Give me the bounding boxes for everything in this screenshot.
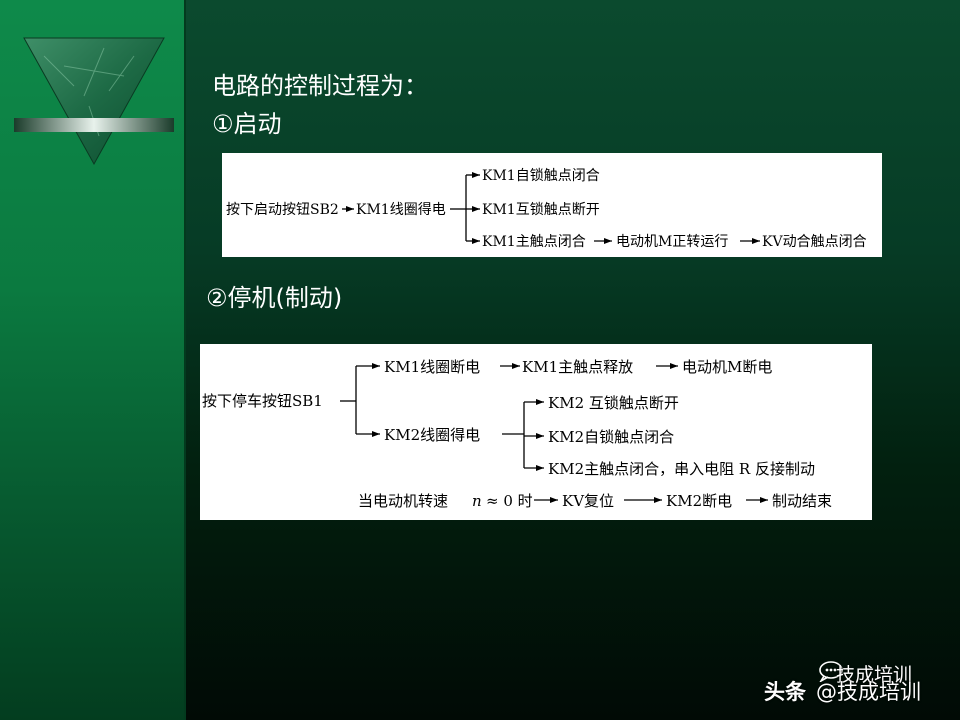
- watermark-account-name: 技成培训: [836, 664, 913, 686]
- section-stop-label: ②停机(制动): [206, 284, 343, 312]
- stop-final-d-text: 制动结束: [772, 492, 832, 510]
- stop-final-var-text: n: [472, 492, 482, 510]
- stop-final-cond-text: ≈ 0 时: [486, 492, 533, 510]
- stop-final-b-text: KV复位: [562, 492, 614, 510]
- start-branch-c-last-text: KV动合触点闭合: [762, 234, 867, 250]
- stop-upper-a-text: KM1线圈断电: [384, 358, 480, 376]
- chat-bubble-icon: [819, 661, 843, 682]
- start-branch-c-text: KM1主触点闭合: [482, 234, 586, 250]
- stop-upper-b-text: KM1主触点释放: [522, 358, 633, 376]
- stop-lower-b3-text: KM2主触点闭合，串入电阻 R 反接制动: [548, 460, 815, 478]
- start-node1-text: KM1线圈得电: [356, 201, 446, 218]
- stop-lower-a-text: KM2线圈得电: [384, 426, 480, 444]
- start-branch-b-text: KM1互锁触点断开: [482, 202, 600, 218]
- sidebar-edge: [184, 0, 186, 720]
- stop-upper-c-text: 电动机M断电: [682, 358, 772, 376]
- stop-diagram: 按下停车按钮SB1 KM1线圈断电 KM1主触点释放 电动机M断电 KM2线圈得…: [200, 344, 872, 520]
- stop-lower-b1-text: KM2 互锁触点断开: [548, 394, 679, 412]
- watermark-account-handle: @技成培训: [816, 680, 921, 704]
- triangle-logo-icon: [14, 37, 174, 166]
- stop-final-prefix-text: 当电动机转速: [358, 492, 448, 510]
- start-root-text: 按下启动按钮SB2: [226, 202, 339, 218]
- stop-final-c-text: KM2断电: [666, 492, 732, 510]
- slide-title: 电路的控制过程为：: [212, 72, 428, 100]
- stop-root-text: 按下停车按钮SB1: [202, 392, 323, 410]
- watermark-platform: 头条: [764, 680, 806, 704]
- start-branch-c-next-text: 电动机M正转运行: [616, 234, 728, 250]
- watermark: 技成培训 头条 @技成培训: [764, 660, 954, 710]
- start-diagram: 按下启动按钮SB2 KM1线圈得电 KM1自锁触点闭合 KM1互锁触点断开 KM…: [222, 153, 882, 257]
- start-branch-a-text: KM1自锁触点闭合: [482, 168, 600, 184]
- stop-lower-b2-text: KM2自锁触点闭合: [548, 428, 674, 446]
- section-start-label: ①启动: [212, 110, 282, 138]
